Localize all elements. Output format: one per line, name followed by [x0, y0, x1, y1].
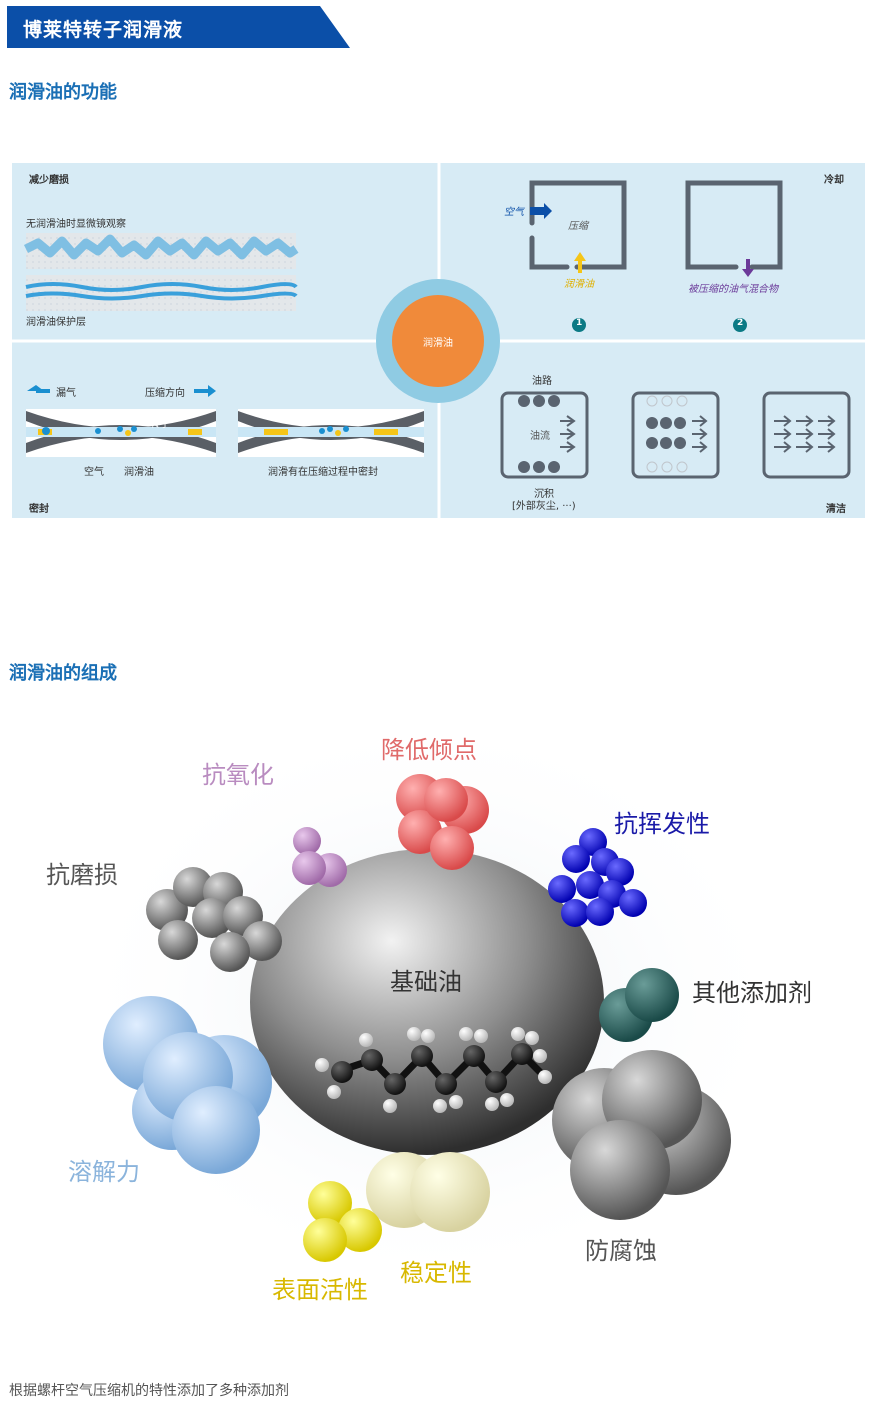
function-diagram-graphic — [12, 163, 865, 518]
reduce-wear-title: 减少磨损 — [29, 175, 69, 186]
seal-oil-label: 润滑油 — [124, 467, 154, 478]
cooling-compress-label: 压缩 — [568, 221, 588, 232]
surface-activity-label: 表面活性 — [272, 1276, 368, 1304]
clean-title: 清洁 — [826, 504, 846, 515]
reduce-wear-line1: 无润滑油时显微镜观察 — [26, 219, 126, 230]
center-oil-label: 润滑油 — [423, 338, 453, 349]
anti-volatile-label: 抗挥发性 — [614, 810, 710, 838]
cooling-oil-label: 润滑油 — [564, 279, 594, 290]
page-banner: 博莱特转子润滑液 — [7, 6, 350, 48]
composition-caption: 根据螺杆空气压缩机的特性添加了多种添加剂 — [9, 1383, 289, 1399]
composition-graphic — [70, 710, 790, 1290]
cooling-air-label: 空气 — [504, 207, 524, 218]
clean-oil-flow-label: 油流 — [530, 431, 550, 442]
reduce-wear-line2: 润滑油保护层 — [26, 317, 86, 328]
section-title-function: 润滑油的功能 — [9, 82, 117, 103]
seal-direction-label: 压缩方向 — [145, 388, 185, 399]
seal-rotor-top: 转子 — [150, 419, 170, 430]
clean-deposit-label: 沉积 — [534, 489, 554, 500]
solubility-label: 溶解力 — [68, 1158, 140, 1186]
section-title-composition: 润滑油的组成 — [9, 663, 117, 684]
cooling-step2: 2 — [737, 318, 744, 328]
pour-point-label: 降低倾点 — [381, 736, 477, 764]
composition-diagram: 基础油 降低倾点 抗氧化 抗挥发性 抗磨损 其他添加剂 溶解力 防腐蚀 稳定性 … — [0, 700, 871, 1350]
banner-title: 博莱特转子润滑液 — [23, 19, 184, 41]
function-diagram: 减少磨损 无润滑油时显微镜观察 润滑油保护层 冷却 空气 压缩 润滑油 被压缩的… — [12, 163, 865, 518]
seal-leak-label: 漏气 — [56, 388, 76, 399]
seal-air-label: 空气 — [84, 467, 104, 478]
cooling-mix-label: 被压缩的油气混合物 — [688, 284, 778, 295]
anti-wear-label: 抗磨损 — [46, 861, 118, 889]
antioxidant-label: 抗氧化 — [202, 761, 274, 789]
clean-deposit-sub: [外部灰尘, ···) — [512, 501, 576, 512]
base-oil-label: 基础油 — [390, 968, 462, 996]
anti-corrosion-label: 防腐蚀 — [585, 1237, 657, 1265]
seal-caption: 润滑有在压缩过程中密封 — [268, 467, 378, 478]
seal-title: 密封 — [29, 504, 49, 515]
other-additives-label: 其他添加剂 — [692, 979, 812, 1007]
clean-oil-path-label: 油路 — [532, 376, 552, 387]
cooling-step1: 1 — [576, 318, 583, 328]
cooling-title: 冷却 — [824, 175, 844, 186]
stability-label: 稳定性 — [400, 1259, 472, 1287]
banner-shape — [7, 6, 350, 48]
seal-rotor-bottom: 转子 — [150, 442, 170, 453]
